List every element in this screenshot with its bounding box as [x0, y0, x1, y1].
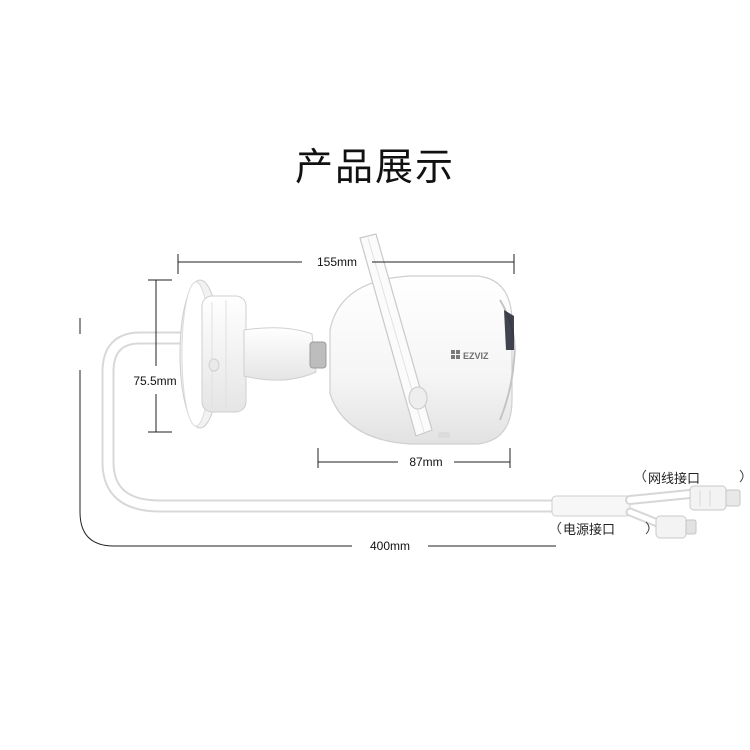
network-port-label: 网线接口: [648, 471, 700, 487]
power-connector: [655, 515, 697, 539]
camera-body: [329, 275, 516, 445]
cable: [101, 331, 567, 513]
dimension-depth: 87mm: [409, 455, 442, 469]
dimension-lines: [79, 254, 556, 547]
network-port-callout: 网线接口: [642, 469, 744, 487]
power-port-label: 电源接口: [563, 522, 615, 538]
dimension-width: 155mm: [317, 255, 357, 269]
speaker-grille: [408, 386, 428, 410]
wall-mount-base: [179, 279, 247, 429]
dimension-cable-length: 400mm: [370, 539, 410, 553]
status-light: [438, 432, 450, 438]
power-port-callout: 电源接口: [557, 521, 650, 538]
mount-arm: [243, 327, 327, 381]
cable-splitter: [551, 489, 695, 529]
page-title: 产品展示: [294, 145, 455, 189]
brand-logo: EZVIZ: [451, 350, 489, 361]
brand-logo-text: EZVIZ: [463, 351, 489, 361]
network-connector: [689, 485, 741, 511]
dimension-height: 75.5mm: [133, 374, 176, 388]
